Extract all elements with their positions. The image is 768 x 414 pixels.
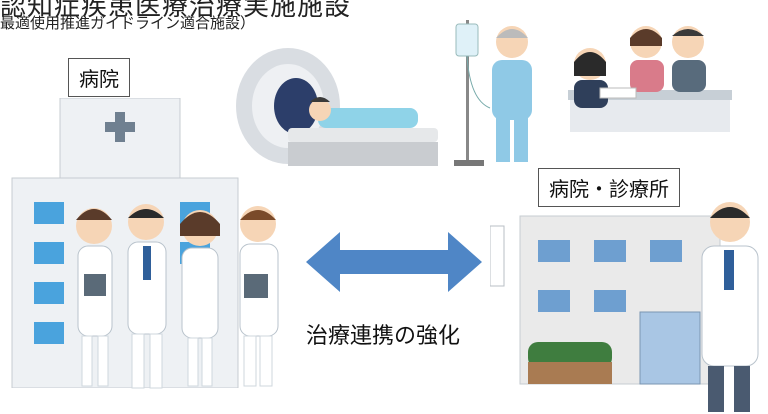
doctor-illustration [701, 202, 759, 412]
page-subtitle: 最適使用推進ガイドライン適合施設） [0, 14, 256, 32]
clinic-building-illustration [490, 215, 721, 385]
hospital-label: 病院 [68, 58, 130, 97]
mri-scanner-illustration [236, 48, 438, 166]
collaboration-caption: 治療連携の強化 [306, 324, 461, 349]
clinic-label: 病院・診療所 [538, 168, 680, 207]
double-arrow-icon [306, 232, 482, 292]
consultation-illustration [568, 26, 732, 132]
page-title: 認知症疾患医療治療実施施設 [0, 0, 352, 22]
medical-staff-illustration [76, 204, 279, 389]
iv-patient-illustration [454, 20, 532, 166]
